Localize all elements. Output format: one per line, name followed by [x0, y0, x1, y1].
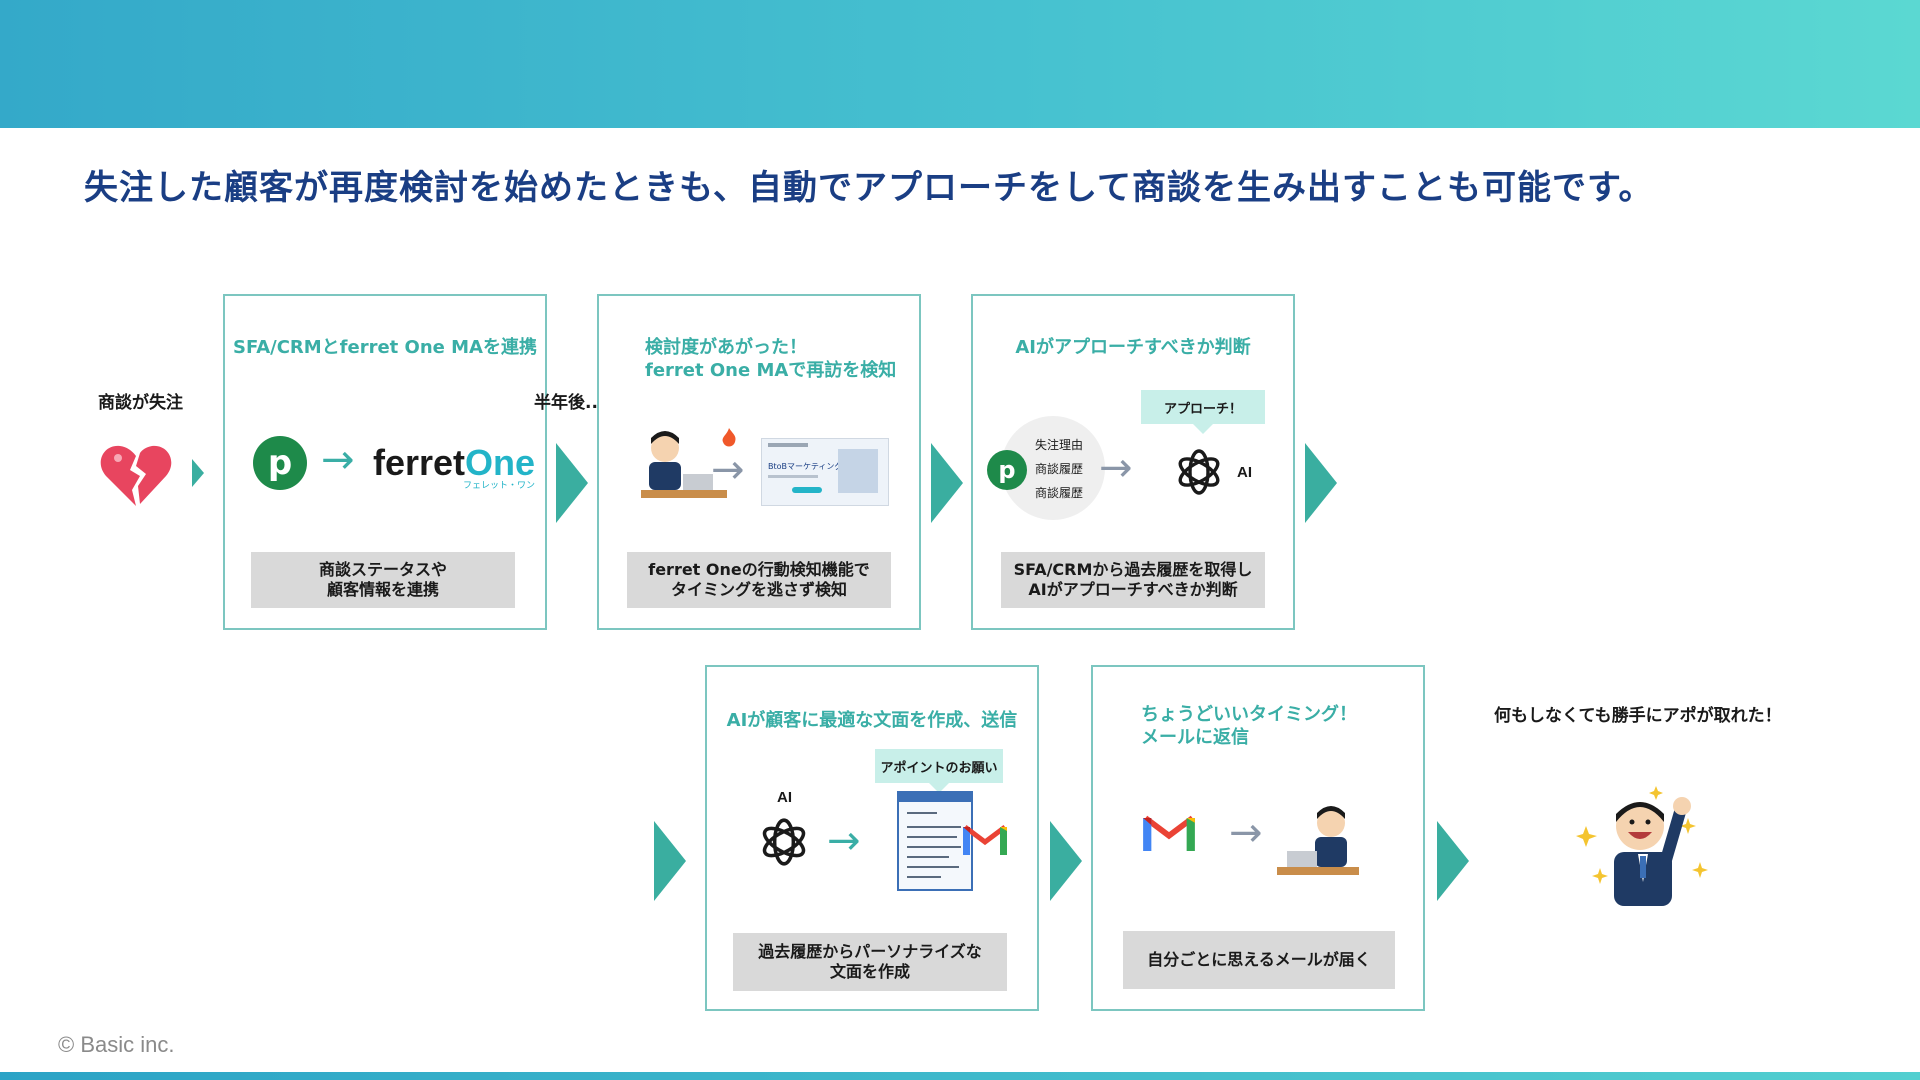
copyright: © Basic inc. [58, 1032, 175, 1057]
flow-arrow-5 [1050, 821, 1082, 901]
flow-arrow-6 [1437, 821, 1469, 901]
appointment-tag: アポイントのお願い [875, 749, 1003, 793]
step-5-card: ちょうどいいタイミング！ メールに返信 → 自分ごとに思えるメールが届く [1091, 665, 1425, 1011]
flow-arrow-1 [556, 443, 588, 523]
approach-tag: アプローチ！ [1141, 390, 1265, 434]
flow-arrow-2 [931, 443, 963, 523]
pipedrive-logo: p [253, 436, 307, 490]
ai-label: AI [1237, 464, 1252, 481]
arrow-icon: → [827, 818, 861, 864]
step-2-title: 検討度があがった！ ferret One MAで再訪を検知 [645, 337, 897, 381]
start-arrow [192, 459, 204, 487]
celebrating-businessman-icon [1576, 786, 1708, 906]
arrow-icon: → [711, 447, 745, 493]
ferret-one-logo: ferretOne [373, 442, 536, 483]
step-5-title: ちょうどいいタイミング！ メールに返信 [1141, 704, 1357, 748]
broken-heart-icon [100, 445, 172, 506]
step-3-card: AIがアプローチすべきか判断 アプローチ！ 失注理由 商談履歴 商談履歴 p →… [971, 294, 1295, 630]
step-3-caption: SFA/CRMから過去履歴を取得し AIがアプローチすべきか判断 [1001, 552, 1265, 608]
openai-icon [1178, 449, 1220, 495]
footer-band [0, 1072, 1920, 1080]
start-label: 商談が失注 [98, 393, 183, 413]
flow-arrow-3 [1305, 443, 1337, 523]
ferret-one-logo-kana: フェレット・ワン [463, 481, 536, 491]
step-4-card: AIが顧客に最適な文面を作成、送信 アポイントのお願い AI → 過去履歴からパ… [705, 665, 1039, 1011]
gmail-icon [1143, 815, 1195, 851]
gap-label: 半年後... [534, 393, 605, 413]
website-screenshot: BtoBマーケティング [761, 438, 889, 506]
ai-label: AI [777, 789, 792, 806]
step-4-title: AIが顧客に最適な文面を作成、送信 [726, 710, 1018, 731]
flow-arrow-4 [654, 821, 686, 901]
step-1-title: SFA/CRMとferret One MAを連携 [233, 337, 537, 358]
openai-icon [762, 818, 806, 866]
bubble-item-1: 失注理由 [1035, 438, 1084, 452]
website-headline: BtoBマーケティング [768, 462, 843, 471]
arrow-icon: → [1229, 810, 1263, 856]
step-4-caption: 過去履歴からパーソナライズな 文面を作成 [733, 933, 1007, 991]
document-icon [897, 791, 973, 891]
arrow-icon: → [321, 437, 355, 483]
step-5-caption: 自分ごとに思えるメールが届く [1123, 931, 1395, 989]
businessman-at-desk-icon [641, 431, 727, 498]
step-1-caption: 商談ステータスや 顧客情報を連携 [251, 552, 515, 608]
header-band [0, 0, 1920, 128]
bubble-item-3: 商談履歴 [1035, 486, 1084, 500]
step-2-caption: ferret Oneの行動検知機能で タイミングを逃さず検知 [627, 552, 891, 608]
businessman-at-desk-icon [1277, 806, 1359, 875]
gmail-icon [963, 825, 1007, 855]
step-3-title: AIがアプローチすべきか判断 [1015, 337, 1251, 358]
arrow-icon: → [1099, 445, 1133, 491]
step-2-card: 検討度があがった！ ferret One MAで再訪を検知 → BtoBマーケテ… [597, 294, 921, 630]
result-label: 何もしなくても勝手にアポが取れた！ [1494, 706, 1782, 726]
page-title: 失注した顧客が再度検討を始めたときも、自動でアプローチをして商談を生み出すことも… [84, 168, 1654, 208]
fire-icon [722, 428, 736, 447]
pipedrive-logo: p [987, 450, 1027, 490]
step-1-card: SFA/CRMとferret One MAを連携 p → ferretOne フ… [223, 294, 547, 630]
bubble-item-2: 商談履歴 [1035, 462, 1084, 476]
